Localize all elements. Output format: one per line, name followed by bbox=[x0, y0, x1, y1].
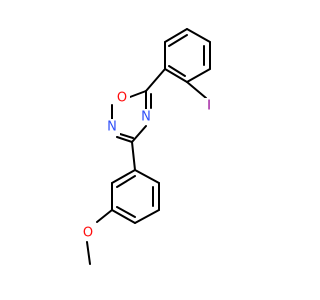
bond bbox=[119, 133, 134, 139]
bond bbox=[116, 136, 133, 143]
bond bbox=[111, 209, 136, 224]
bond bbox=[186, 28, 211, 43]
atom-label-n2: N bbox=[107, 120, 117, 135]
bond bbox=[164, 68, 188, 83]
bond bbox=[186, 81, 207, 99]
bond bbox=[168, 65, 186, 77]
bond bbox=[145, 68, 166, 92]
bonds bbox=[86, 28, 211, 265]
bond bbox=[86, 241, 91, 265]
atom-label-i: I bbox=[207, 99, 211, 114]
oxadiazole-nitrogen-4: N bbox=[138, 109, 154, 125]
bond bbox=[96, 209, 113, 223]
bond bbox=[168, 34, 188, 47]
atom-label-o1: O bbox=[117, 91, 127, 106]
iodine: I bbox=[203, 98, 215, 114]
atom-label-n4: N bbox=[141, 110, 151, 125]
bond bbox=[131, 125, 147, 143]
bond bbox=[129, 90, 147, 98]
atom-label-o-methoxy: O bbox=[83, 226, 93, 241]
bond bbox=[131, 141, 136, 171]
bond bbox=[116, 175, 136, 188]
bond bbox=[134, 169, 160, 184]
oxadiazole-nitrogen-2: N bbox=[104, 119, 120, 135]
bond bbox=[116, 206, 136, 218]
atom-labels: O N N I O bbox=[80, 90, 215, 241]
oxadiazole-oxygen: O bbox=[114, 90, 130, 106]
methoxy-oxygen: O bbox=[80, 225, 96, 241]
molecule-structure: O N N I O bbox=[80, 28, 215, 265]
bond bbox=[111, 169, 136, 184]
bond bbox=[164, 28, 188, 43]
bond bbox=[186, 68, 211, 83]
bond bbox=[134, 209, 160, 224]
